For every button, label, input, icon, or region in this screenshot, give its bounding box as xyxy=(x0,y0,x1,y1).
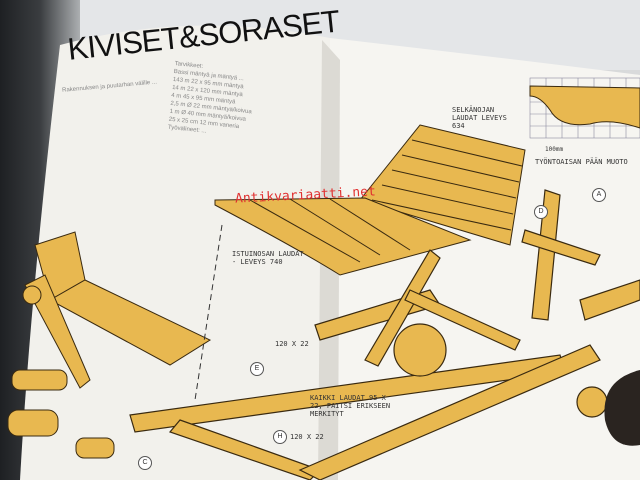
all-boards-label: KAIKKI LAUDAT 95 X 22, PAITSI ERIKSEEN M… xyxy=(310,394,391,418)
handle-shape-label: TYÖNTOAISAN PÄÄN MUOTO xyxy=(535,158,628,166)
wheel xyxy=(604,370,640,446)
marker-h: H xyxy=(273,430,287,444)
handle-shape xyxy=(529,85,640,129)
marker-d: D xyxy=(534,205,548,219)
dimension-h-label: 120 X 22 xyxy=(290,433,324,441)
scale-label: 100mm xyxy=(545,146,564,153)
seat-boards xyxy=(214,197,472,276)
seat-label: ISTUINOSAN LAUDAT - LEVEYS 740 xyxy=(232,250,304,266)
backrest-label: SELKÄNOJAN LAUDAT LEVEYS 634 xyxy=(452,106,507,130)
frame-parts xyxy=(129,189,640,480)
small-chair-drawing xyxy=(7,231,212,459)
backrest-boards xyxy=(359,124,526,246)
dimension-e-label: 120 X 22 xyxy=(275,340,309,348)
marker-a: A xyxy=(592,188,606,202)
marker-e: E xyxy=(250,362,264,376)
marker-c: C xyxy=(138,456,152,470)
